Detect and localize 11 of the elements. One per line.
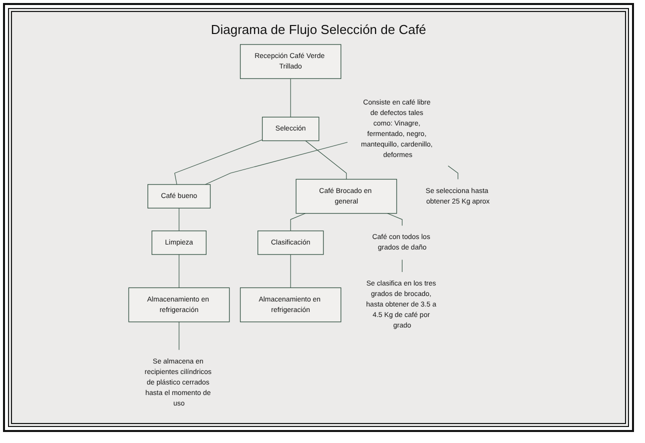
connector: [290, 254, 291, 288]
connector: [204, 142, 348, 185]
connector: [387, 213, 402, 226]
connector: [178, 254, 180, 288]
connector: [305, 140, 347, 180]
connector: [178, 208, 180, 232]
connector: [448, 166, 458, 180]
connector: [290, 78, 291, 118]
connector: [178, 322, 180, 350]
diagram-title: Diagrama de Flujo Selección de Café: [210, 22, 426, 37]
connector: [174, 139, 263, 185]
